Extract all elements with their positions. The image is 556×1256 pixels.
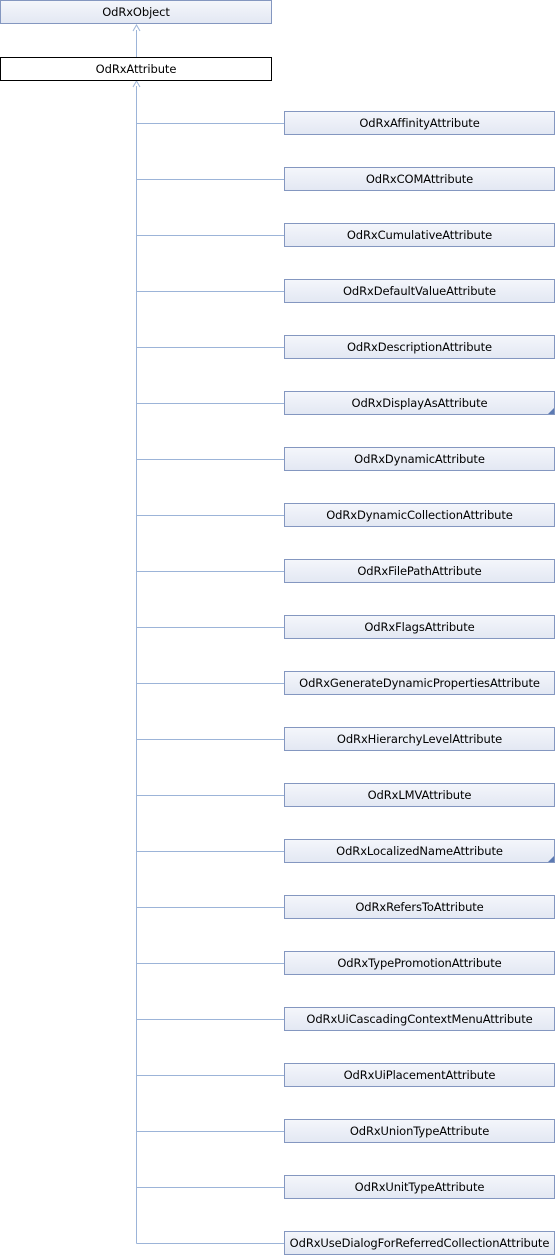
derived-class-node[interactable]: OdRxLMVAttribute (284, 783, 555, 807)
derived-class-node[interactable]: OdRxUnionTypeAttribute (284, 1119, 555, 1143)
derived-class-label: OdRxUseDialogForReferredCollectionAttrib… (289, 1236, 550, 1250)
base-class-node-odrxobject[interactable]: OdRxObject (0, 0, 272, 24)
derived-class-label: OdRxDynamicAttribute (354, 452, 485, 466)
derived-class-node[interactable]: OdRxDynamicCollectionAttribute (284, 503, 555, 527)
derived-class-node[interactable]: OdRxHierarchyLevelAttribute (284, 727, 555, 751)
collapsed-subclasses-icon (548, 408, 554, 414)
base-class-label: OdRxObject (102, 5, 170, 19)
derived-class-node[interactable]: OdRxDescriptionAttribute (284, 335, 555, 359)
derived-class-node[interactable]: OdRxAffinityAttribute (284, 111, 555, 135)
derived-class-node[interactable]: OdRxTypePromotionAttribute (284, 951, 555, 975)
derived-class-label: OdRxCOMAttribute (365, 172, 474, 186)
derived-class-node[interactable]: OdRxCumulativeAttribute (284, 223, 555, 247)
derived-class-label: OdRxUnitTypeAttribute (354, 1180, 485, 1194)
derived-class-node[interactable]: OdRxUiCascadingContextMenuAttribute (284, 1007, 555, 1031)
derived-class-label: OdRxGenerateDynamicPropertiesAttribute (299, 676, 540, 690)
derived-class-label: OdRxLocalizedNameAttribute (336, 844, 503, 858)
derived-class-label: OdRxTypePromotionAttribute (337, 956, 502, 970)
edge-arrowhead (132, 80, 141, 88)
derived-class-node[interactable]: OdRxGenerateDynamicPropertiesAttribute (284, 671, 555, 695)
derived-class-label: OdRxLMVAttribute (367, 788, 472, 802)
collapsed-subclasses-icon (548, 856, 554, 862)
derived-class-label: OdRxFilePathAttribute (357, 564, 482, 578)
current-class-node-odrxattribute: OdRxAttribute (0, 57, 272, 81)
edge-arrowhead (132, 24, 141, 32)
derived-class-node[interactable]: OdRxUseDialogForReferredCollectionAttrib… (284, 1231, 555, 1255)
derived-class-label: OdRxDescriptionAttribute (346, 340, 493, 354)
derived-class-node[interactable]: OdRxLocalizedNameAttribute (284, 839, 555, 863)
derived-class-label: OdRxDefaultValueAttribute (342, 284, 497, 298)
derived-class-node[interactable]: OdRxUiPlacementAttribute (284, 1063, 555, 1087)
derived-class-node[interactable]: OdRxDisplayAsAttribute (284, 391, 555, 415)
derived-class-label: OdRxUnionTypeAttribute (349, 1124, 490, 1138)
derived-class-label: OdRxAffinityAttribute (359, 116, 480, 130)
derived-class-node[interactable]: OdRxRefersToAttribute (284, 895, 555, 919)
derived-class-label: OdRxRefersToAttribute (355, 900, 484, 914)
derived-class-node[interactable]: OdRxDefaultValueAttribute (284, 279, 555, 303)
current-class-label: OdRxAttribute (95, 62, 177, 76)
derived-class-node[interactable]: OdRxDynamicAttribute (284, 447, 555, 471)
derived-class-label: OdRxFlagsAttribute (364, 620, 475, 634)
derived-class-node[interactable]: OdRxUnitTypeAttribute (284, 1175, 555, 1199)
derived-class-node[interactable]: OdRxFlagsAttribute (284, 615, 555, 639)
derived-class-label: OdRxDynamicCollectionAttribute (326, 508, 513, 522)
derived-class-node[interactable]: OdRxCOMAttribute (284, 167, 555, 191)
derived-class-label: OdRxUiPlacementAttribute (343, 1068, 496, 1082)
derived-class-label: OdRxCumulativeAttribute (346, 228, 493, 242)
derived-class-node[interactable]: OdRxFilePathAttribute (284, 559, 555, 583)
derived-class-label: OdRxUiCascadingContextMenuAttribute (306, 1012, 533, 1026)
derived-class-label: OdRxHierarchyLevelAttribute (336, 732, 503, 746)
derived-class-label: OdRxDisplayAsAttribute (351, 396, 488, 410)
